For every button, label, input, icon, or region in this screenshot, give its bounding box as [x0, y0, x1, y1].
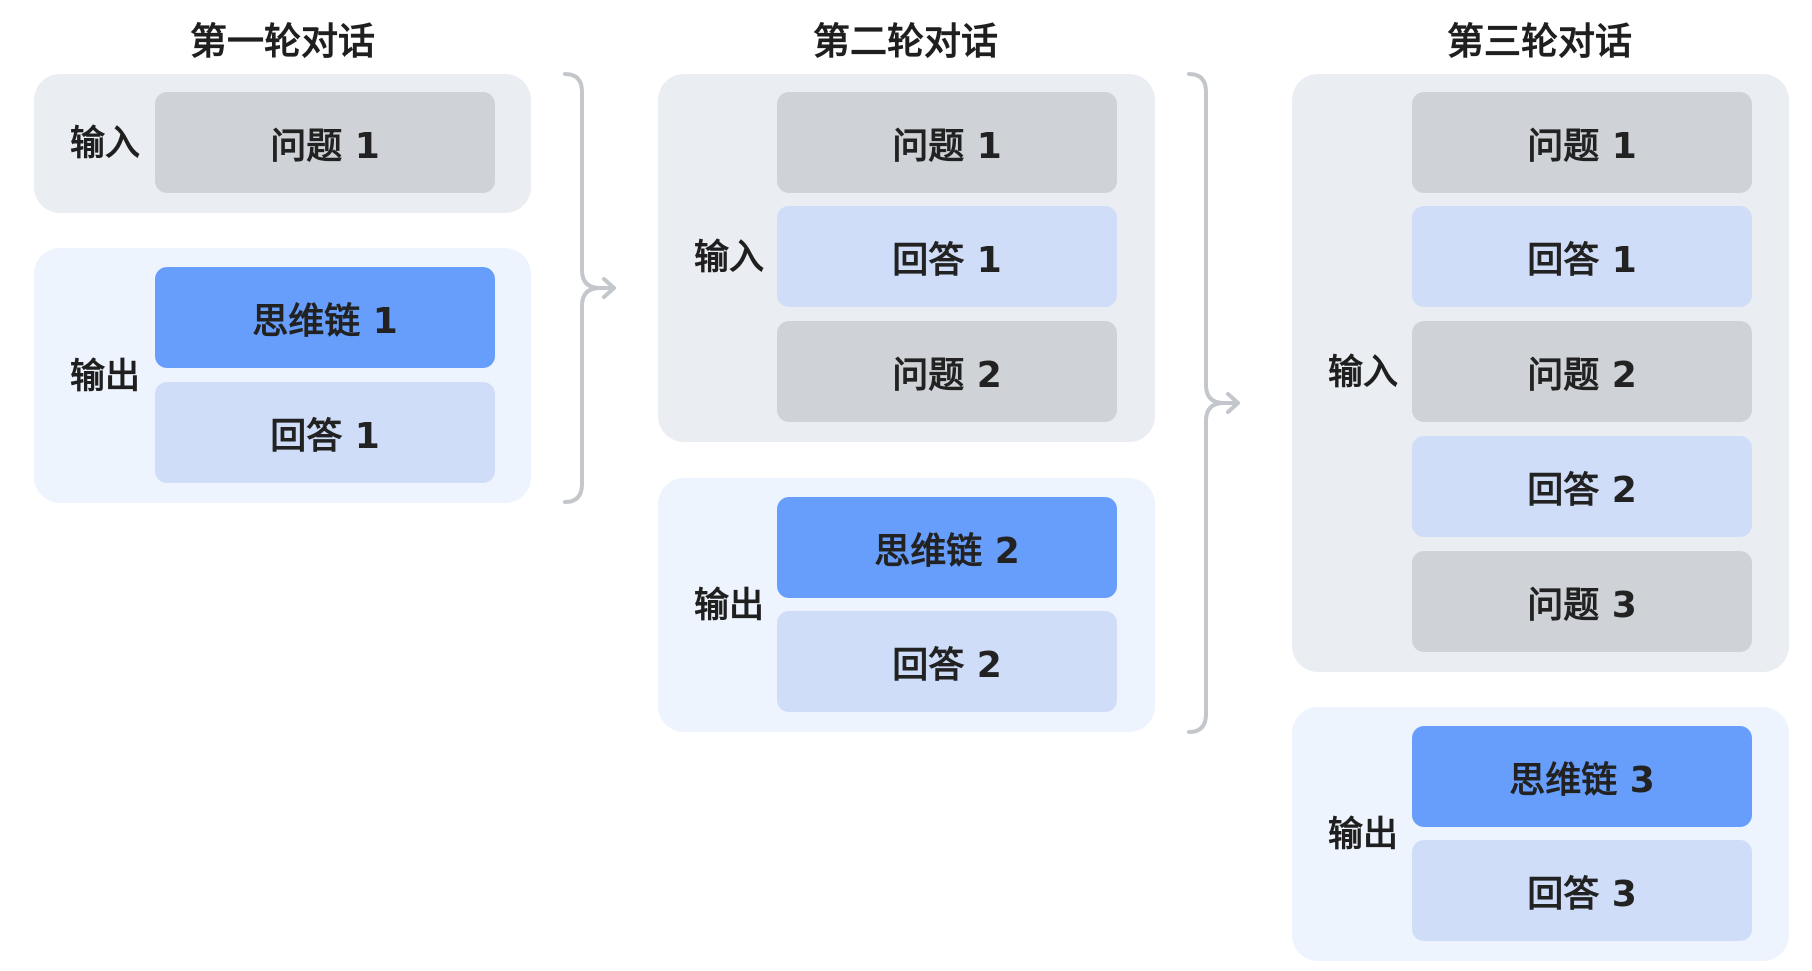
round-2-cot-box: 思维链 2 [777, 497, 1117, 598]
round-3-input-box-4: 回答 2 [1412, 436, 1752, 537]
round-2-answer-box: 回答 2 [777, 611, 1117, 712]
connector-round-1-to-2 [563, 72, 616, 504]
round-2-input-box-1: 问题 1 [777, 92, 1117, 193]
round-1-cot-box: 思维链 1 [155, 267, 495, 368]
round-1-output-panel: 输出 思维链 1 回答 1 [34, 248, 531, 503]
round-3-input-box-2: 回答 1 [1412, 206, 1752, 307]
round-3-input-panel: 输入 问题 1 回答 1 问题 2 回答 2 问题 3 [1292, 74, 1789, 672]
round-1-input-panel: 输入 问题 1 [34, 74, 531, 213]
round-2-input-box-3: 问题 2 [777, 321, 1117, 422]
round-3-input-box-1: 问题 1 [1412, 92, 1752, 193]
round-1-answer-box: 回答 1 [155, 382, 495, 483]
round-2-input-label: 输入 [694, 238, 765, 278]
round-3-input-label: 输入 [1328, 353, 1399, 393]
round-1-title: 第一轮对话 [190, 20, 375, 63]
round-2-input-box-2: 回答 1 [777, 206, 1117, 307]
round-3-output-panel: 输出 思维链 3 回答 3 [1292, 707, 1789, 961]
round-3-cot-box: 思维链 3 [1412, 726, 1752, 827]
round-3-title: 第三轮对话 [1447, 20, 1632, 63]
round-1-input-box-1: 问题 1 [155, 92, 495, 193]
connector-round-2-to-3 [1187, 72, 1240, 734]
round-2-input-panel: 输入 问题 1 回答 1 问题 2 [658, 74, 1155, 442]
round-1-input-label: 输入 [70, 124, 141, 164]
round-3-answer-box: 回答 3 [1412, 840, 1752, 941]
round-1-output-label: 输出 [70, 357, 141, 397]
round-3-output-label: 输出 [1328, 815, 1399, 855]
round-3-input-box-5: 问题 3 [1412, 551, 1752, 652]
round-2-output-label: 输出 [694, 586, 765, 626]
round-2-output-panel: 输出 思维链 2 回答 2 [658, 478, 1155, 732]
round-3-input-box-3: 问题 2 [1412, 321, 1752, 422]
round-2-title: 第二轮对话 [813, 20, 998, 63]
